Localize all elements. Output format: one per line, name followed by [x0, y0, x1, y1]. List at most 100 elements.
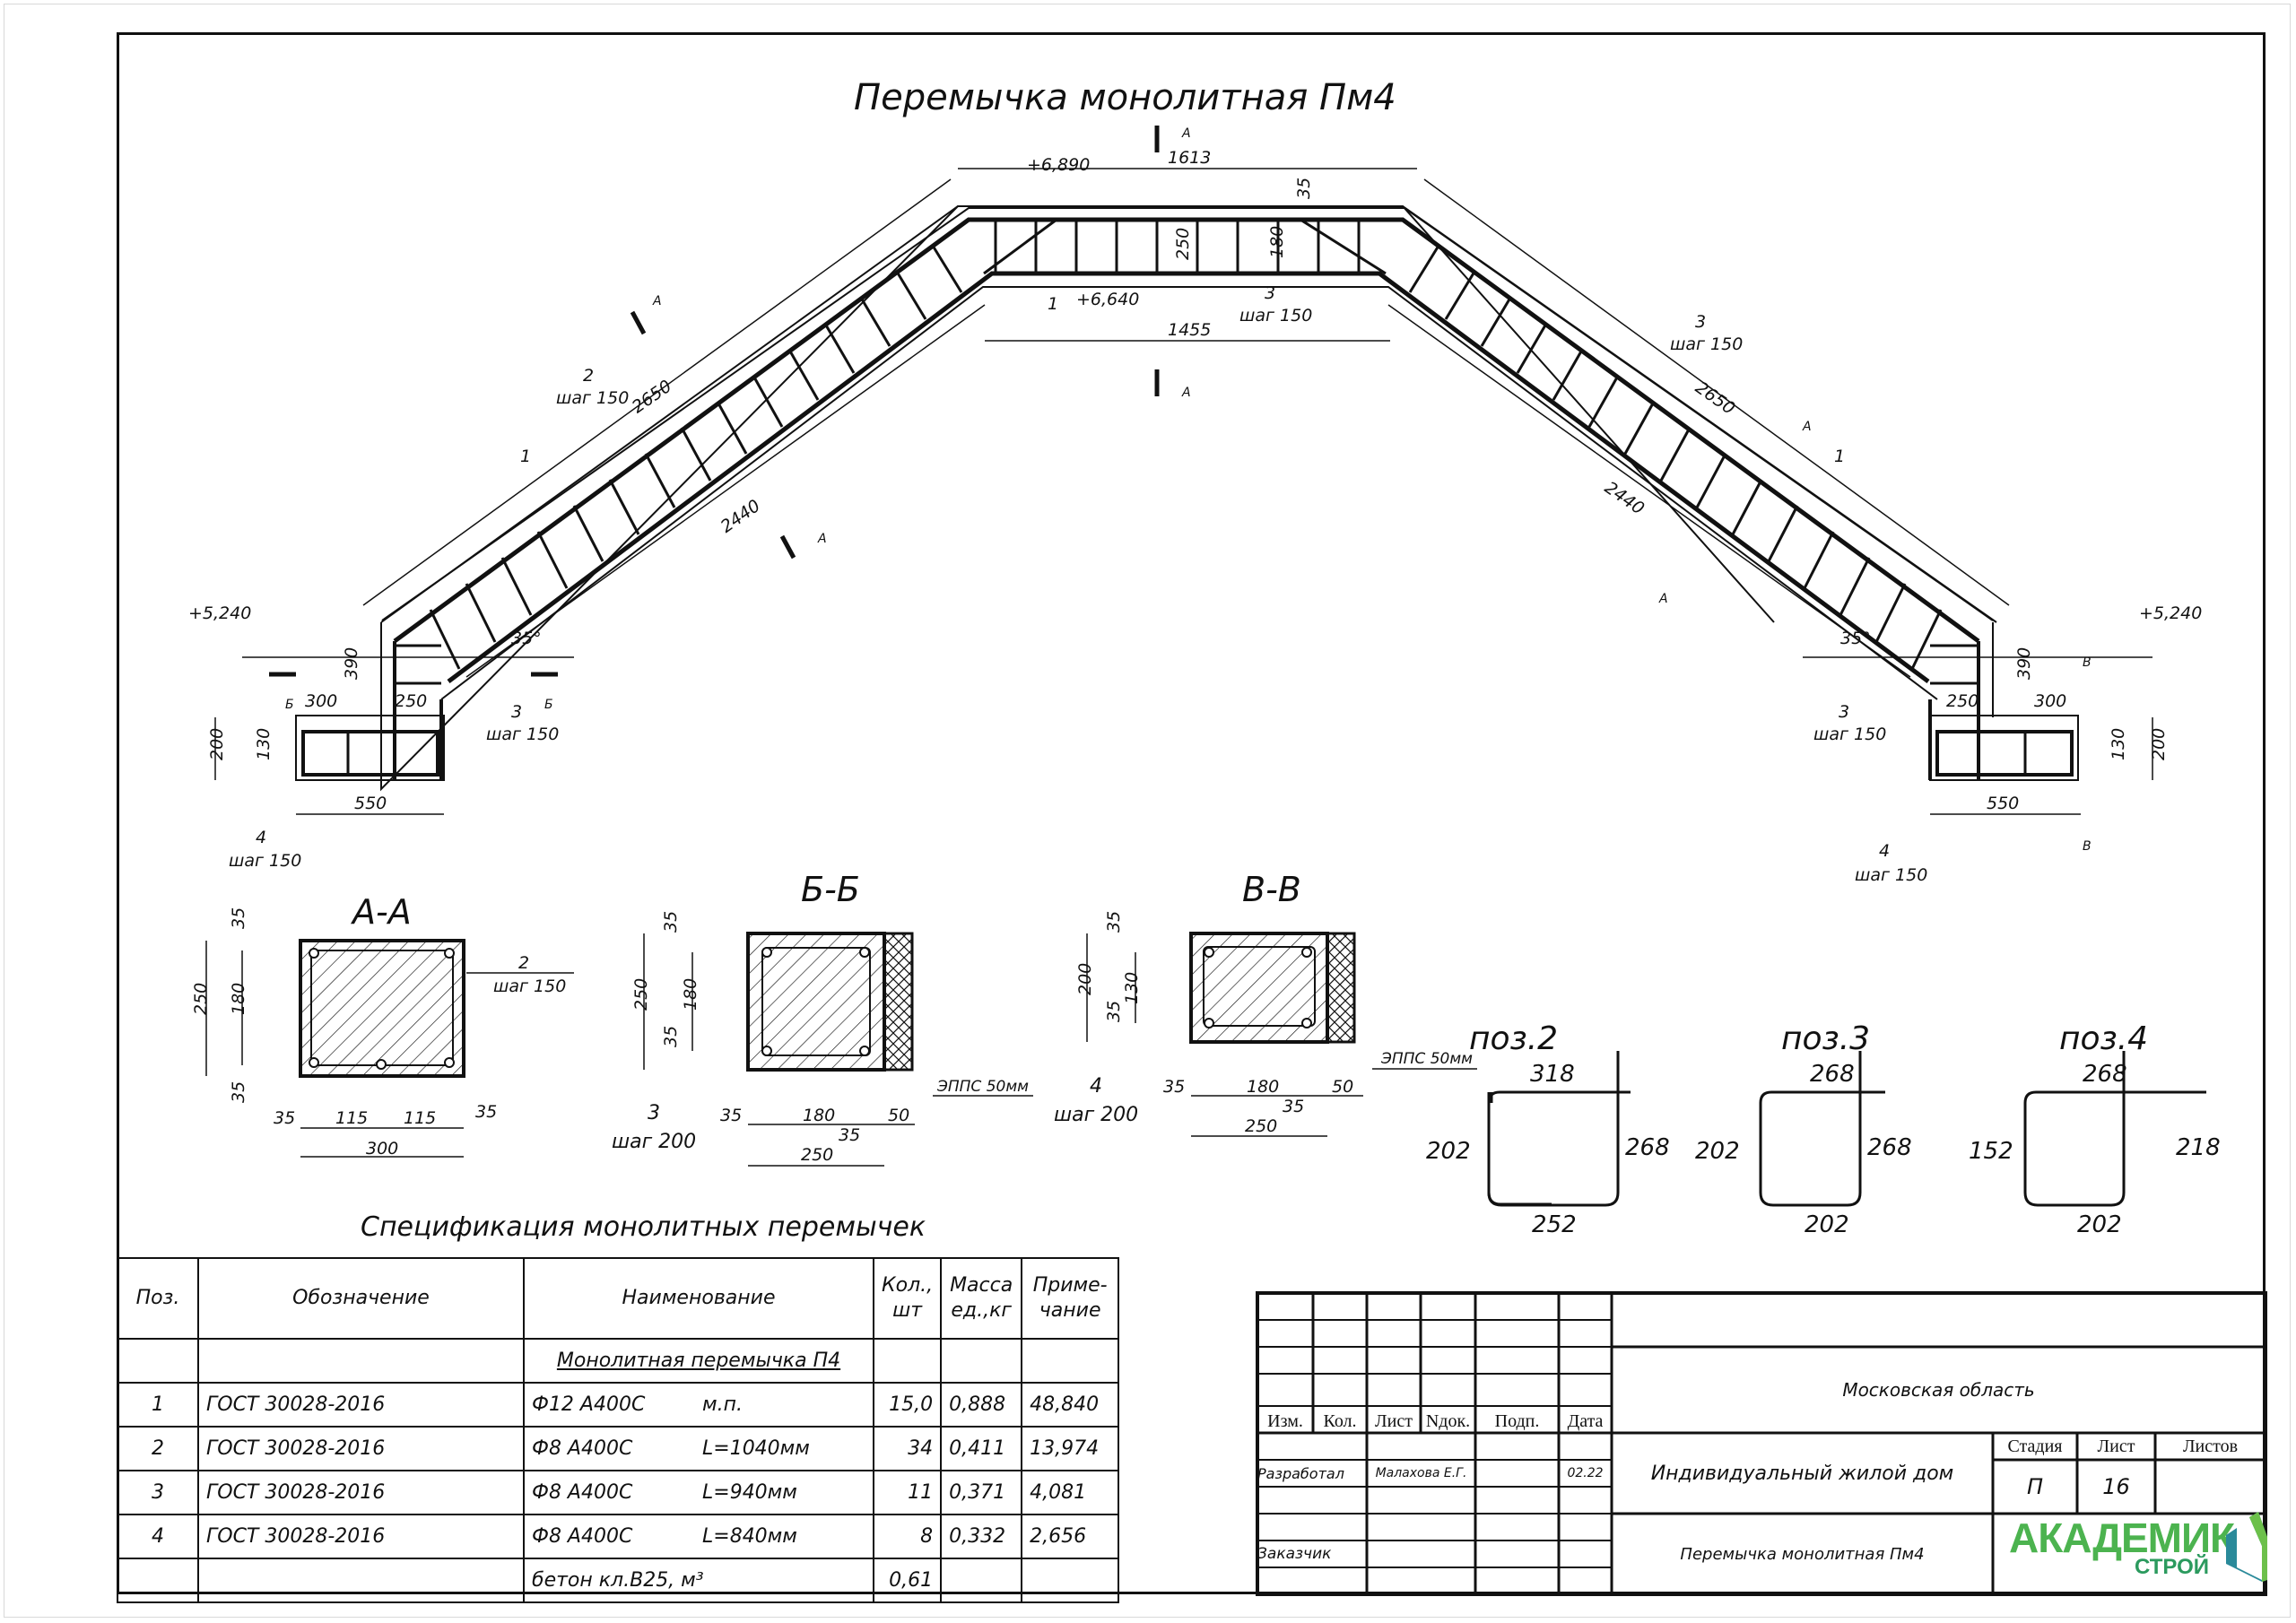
bending-pos2-bottom: 252	[1532, 1211, 1577, 1238]
section-a-a-callout: 2	[518, 953, 529, 973]
spec-header-qty-line1: Кол.,	[882, 1274, 934, 1297]
mark-a-ll: А	[817, 532, 827, 546]
section-a-a-dim-300: 300	[366, 1139, 398, 1159]
stamp-col-podp: Подп.	[1494, 1410, 1540, 1431]
left-foot	[295, 715, 445, 781]
spec-designation: ГОСТ 30028-2016	[197, 1514, 525, 1559]
spec-name-param: L=940мм	[702, 1481, 797, 1504]
section-v-v-dim-200v: 200	[1075, 963, 1095, 995]
dim-1455: 1455	[1168, 320, 1211, 340]
mark-b-right: Б	[544, 698, 553, 712]
section-marks	[269, 126, 1160, 677]
stirrups-top	[983, 218, 1387, 275]
spec-header-row: Поз. Обозначение Наименование Кол.,шт Ма…	[117, 1257, 1120, 1340]
stamp-developer: Малахова Е.Г.	[1375, 1466, 1467, 1480]
spec-header-qty-line2: шт	[892, 1299, 923, 1322]
spec-header-name: Наименование	[523, 1257, 874, 1340]
section-b-b-callout: 3	[648, 1102, 660, 1124]
section-b-b-title: Б-Б	[801, 870, 860, 909]
stamp-sheet-title: Перемычка монолитная Пм4	[1680, 1544, 1925, 1564]
section-b-b-insulation: ЭППС 50мм	[936, 1078, 1029, 1096]
stirrups-slopes	[346, 245, 2027, 775]
angle-left: 35°	[511, 629, 542, 648]
sheet-border	[4, 4, 2291, 1618]
spec-group-row: Монолитная перемычка П4	[117, 1338, 1120, 1384]
spec-designation: ГОСТ 30028-2016	[197, 1426, 525, 1471]
callout-3-top-step: шаг 150	[1239, 306, 1312, 325]
callout-4-right: 4	[1879, 841, 1890, 861]
spec-cell-empty	[1021, 1338, 1120, 1384]
spec-header-mass-line2: ед.,кг	[951, 1299, 1012, 1322]
stamp-col-kol: Кол.	[1323, 1410, 1357, 1431]
dim-390-left: 390	[342, 647, 361, 680]
section-v-v-dim-35b: 35	[1104, 1001, 1124, 1022]
bending-pos4-right: 218	[2176, 1134, 2221, 1161]
rebar-bottom	[447, 271, 1930, 684]
dim-200-left: 200	[207, 728, 227, 760]
section-b-b-dim-180v: 180	[681, 978, 700, 1011]
dim-180: 180	[1267, 226, 1287, 258]
spec-qty: 34	[872, 1426, 943, 1471]
spec-mass: 0,888	[940, 1382, 1023, 1428]
spec-cell-empty	[872, 1338, 943, 1384]
callout-3-top: 3	[1265, 283, 1275, 303]
stamp-sheet: 16	[2102, 1474, 2130, 1499]
mark-a-ur: А	[1802, 420, 1812, 434]
section-v-v-insulation: ЭППС 50мм	[1380, 1050, 1473, 1068]
spec-pos: 3	[117, 1470, 199, 1515]
section-a-a-dim-35t: 35	[229, 907, 248, 929]
spec-pos: 4	[117, 1514, 199, 1559]
spec-table: Поз. Обозначение Наименование Кол.,шт Ма…	[117, 1257, 1120, 1603]
dim-1613: 1613	[1168, 148, 1211, 168]
dim-550-right: 550	[1987, 794, 2019, 813]
section-b-b-dim-180: 180	[803, 1106, 835, 1125]
spec-qty: 15,0	[872, 1382, 943, 1428]
stamp-sheets-label: Листов	[2182, 1436, 2239, 1456]
bending-pos2	[1487, 1051, 1631, 1207]
dim-250: 250	[1173, 228, 1193, 260]
stamp-col-ndok: Nдок.	[1425, 1410, 1471, 1431]
spec-header-mass-line1: Масса	[950, 1274, 1013, 1297]
dim-130-left: 130	[254, 728, 274, 760]
spec-header-note-line2: чание	[1039, 1299, 1101, 1322]
spec-title: Спецификация монолитных перемычек	[361, 1211, 926, 1243]
bending-pos3	[1759, 1051, 1885, 1207]
callout-4-left: 4	[256, 828, 266, 847]
spec-header-qty: Кол.,шт	[872, 1257, 943, 1340]
dim-550-left: 550	[354, 794, 387, 813]
logo-word-academic: АКАДЕМИК	[2009, 1515, 2235, 1561]
dim-200-right: 200	[2149, 728, 2169, 760]
logo-word-stroy: СТРОЙ	[2135, 1555, 2210, 1579]
bending-pos2-top: 318	[1530, 1061, 1575, 1088]
mark-v-bottom: В	[2083, 839, 2092, 854]
spec-name-param: L=840мм	[702, 1525, 797, 1548]
spec-group-title: Монолитная перемычка П4	[523, 1338, 874, 1384]
stamp-developed-label: Разработал	[1257, 1464, 1344, 1482]
section-a-a-step: шаг 150	[493, 976, 566, 996]
spec-cell-empty	[940, 1338, 1023, 1384]
spec-designation: ГОСТ 30028-2016	[197, 1470, 525, 1515]
spec-name-bar: Ф8 А400С	[532, 1437, 633, 1460]
bending-pos4-bottom: 202	[2077, 1211, 2122, 1238]
spec-mass: 0,332	[940, 1514, 1023, 1559]
section-v-v-dim-35l: 35	[1163, 1077, 1185, 1097]
section-b-b: Б-Б 3 шаг 200 ЭППС 50мм 250 180 50 35 35…	[612, 870, 1033, 1167]
callout-3-right: 3	[1695, 312, 1706, 332]
mark-a-top: А	[1181, 126, 1191, 141]
bending-pos3-left: 202	[1695, 1138, 1740, 1165]
elev-top: +6,890	[1027, 155, 1090, 175]
section-a-a: А-А 2 шаг 150 300 115 115 35 35 250 180 …	[191, 892, 574, 1159]
dim-130-right: 130	[2109, 728, 2128, 760]
mark-a-ul: А	[652, 294, 662, 308]
stamp-region: Московская область	[1842, 1379, 2035, 1401]
stamp-project: Индивидуальный жилой дом	[1650, 1462, 1954, 1485]
dim-35: 35	[1294, 178, 1314, 199]
section-a-a-dim-115b: 115	[404, 1108, 436, 1128]
spec-concrete-qty: 0,61	[872, 1558, 943, 1603]
